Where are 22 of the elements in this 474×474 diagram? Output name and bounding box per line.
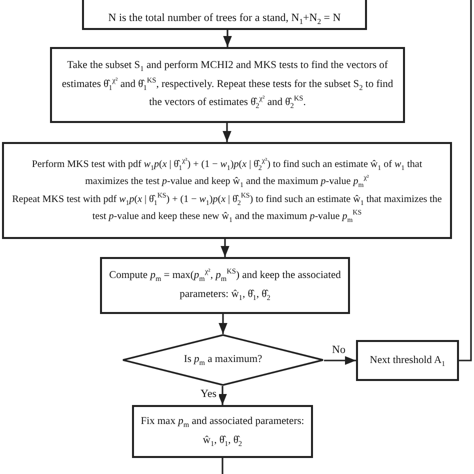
connector-line [222,458,224,474]
process-box [100,257,350,314]
node-text: N is the total number of trees for a stand, N$_{1}$+N$_{2}$ = N [108,10,341,25]
arrow [222,123,232,142]
process-box [356,340,459,381]
node-text: Next threshold A$_{1}$ [370,354,446,368]
node-text: Compute p$_{m}$ = max(p$_{m}$$^{χ²}$, p$_{m}$$^{KS}$) and keep the associated parameters: ŵ$_{1}$, θ̂$_{1}$, θ̂$_{2}$ [108,266,342,304]
edge-label: No [330,344,348,356]
arrow [218,386,227,405]
node-text: Take the subset S$_{1}$ and perform MCHI2 and MKS tests to find the vectors of estimates θ̂$_{1}$$^{χ²}$ and θ̂$_{1}$$^{KS}$, respectively. Repeat these tests for the subset S$_{2}$ to find the vectors of estimates θ̂$_{2}$$^{χ²}$ and θ̂$_{2}$$^{KS}$. [60,59,394,112]
node-text: Is p$_{m}$ a maximum? [184,354,262,366]
process-box [50,47,405,123]
arrow [218,314,228,334]
arrow [220,239,230,257]
edge-label: Yes [198,388,219,400]
connector-line [459,0,472,362]
decision-diamond [122,334,324,386]
node-text: Fix max p$_{m}$ and associated parameters: ŵ$_{1}$, θ̂$_{1}$, θ̂$_{2}$ [140,414,305,450]
process-box [2,142,452,239]
arrow [324,356,356,365]
arrow [223,30,232,47]
process-box [132,405,313,458]
